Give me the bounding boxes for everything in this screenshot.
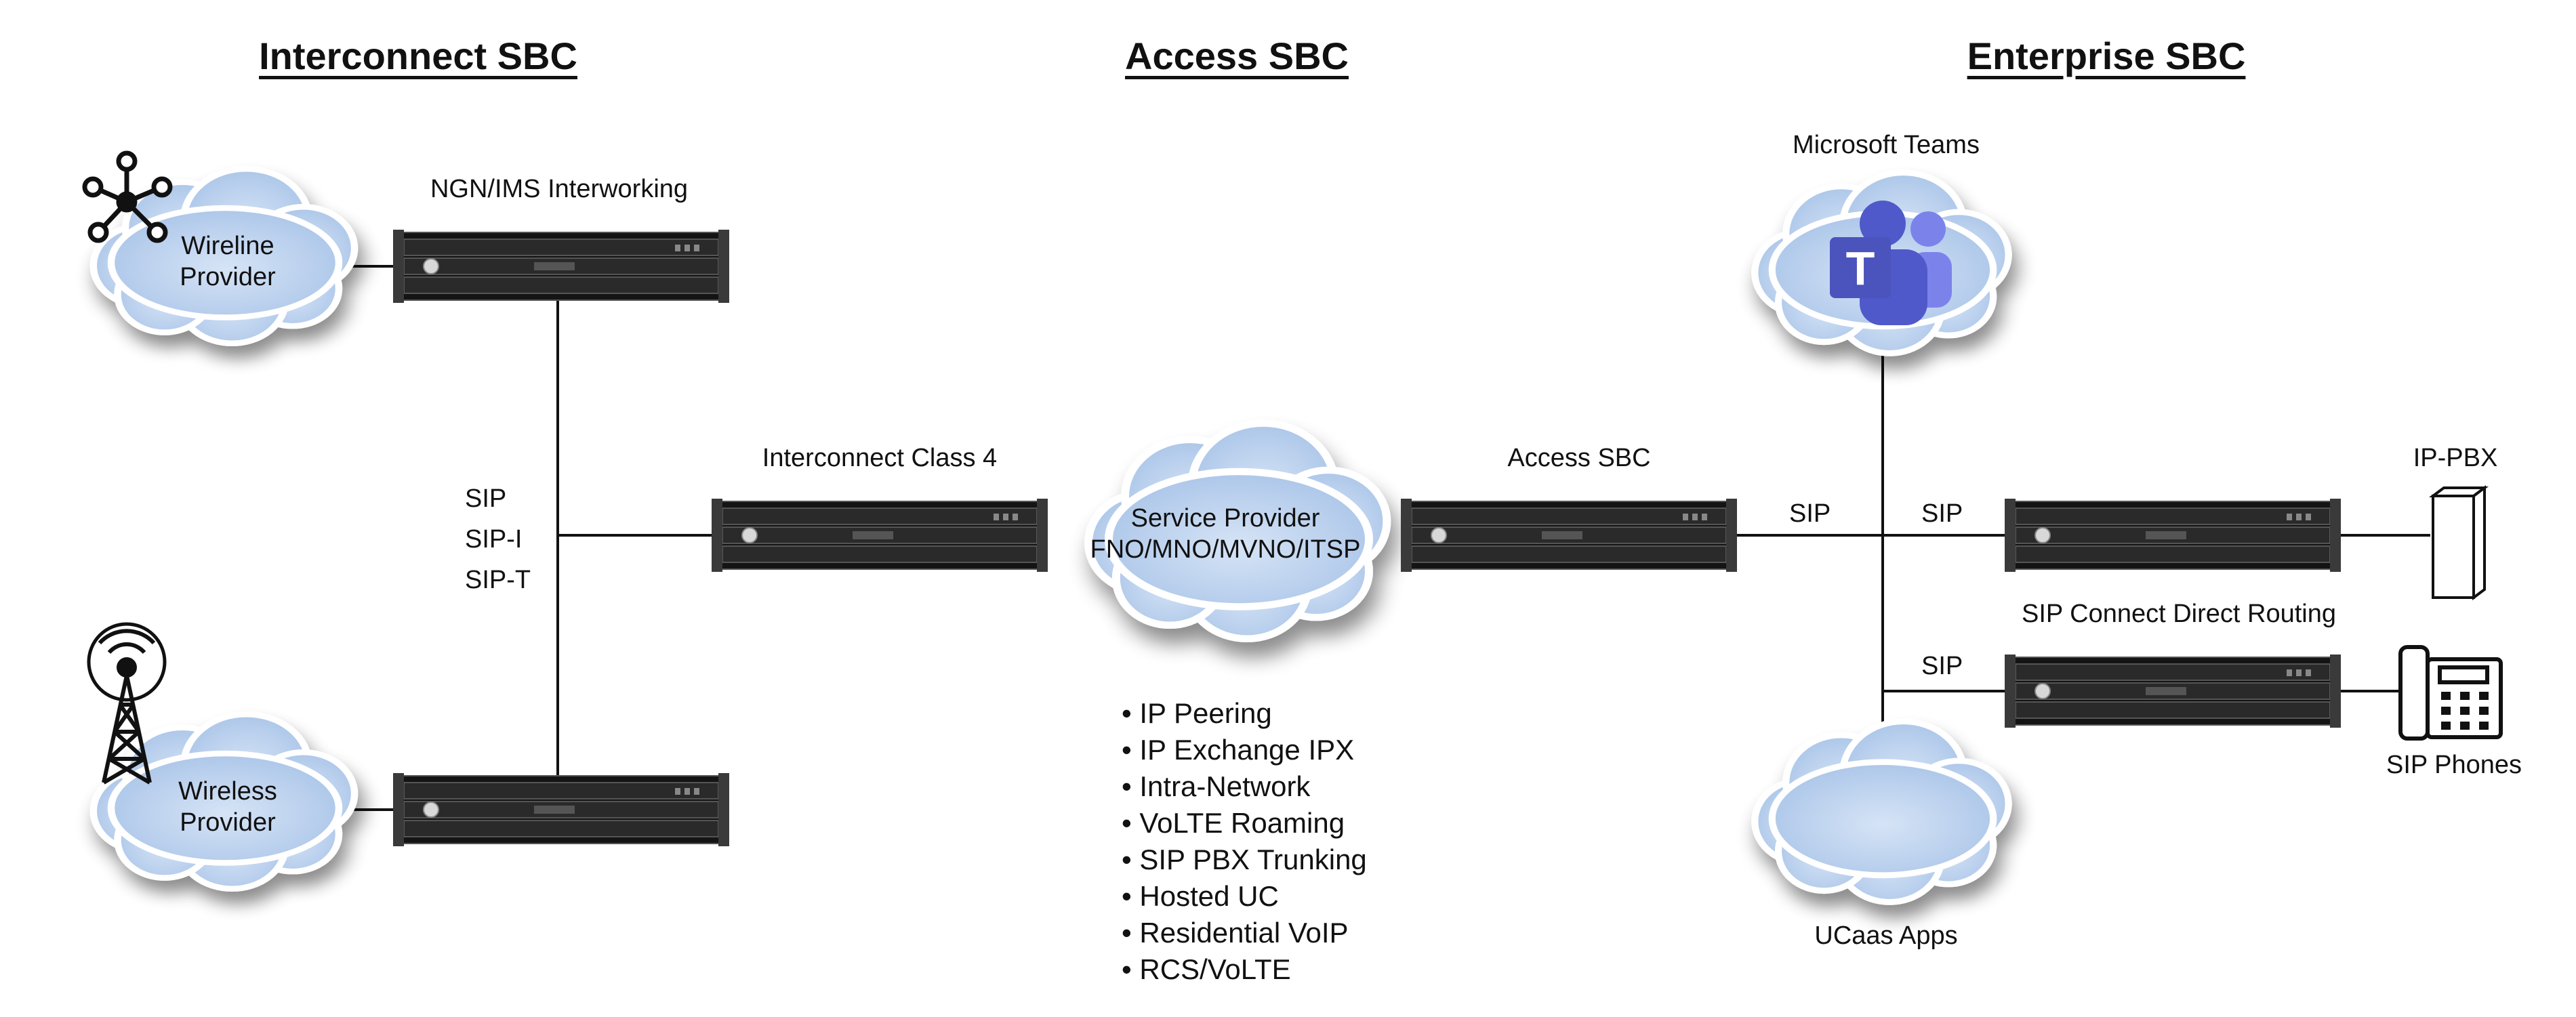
service-item: • RCS/VoLTE (1122, 953, 1291, 985)
label-ngn-ims: NGN/IMS Interworking (430, 175, 689, 203)
server-access-sbc (1400, 498, 1738, 573)
label-sip-connect: SIP Connect Direct Routing (2022, 600, 2336, 628)
protocol-label: SIP-I (465, 525, 523, 554)
protocol-stack: SIP SIP-I SIP-T (465, 478, 531, 600)
header-interconnect-sbc: Interconnect SBC (259, 35, 577, 77)
cloud-label-line: Wireless (178, 777, 277, 806)
server-ip-pbx (2004, 498, 2342, 573)
cloud-label-line: FNO/MNO/MVNO/ITSP (1090, 535, 1361, 564)
cloud-ucaas (1755, 722, 2008, 902)
cloud-label-wireline: Wireline Provider (180, 230, 276, 293)
network-hub-icon (82, 150, 173, 243)
label-access-sbc: Access SBC (1507, 444, 1651, 472)
label-sip-phones: SIP Phones (2386, 751, 2522, 779)
protocol-label: SIP-T (465, 566, 531, 594)
label-ucaas: UCaas Apps (1814, 921, 1958, 950)
cloud-label-service-provider: Service Provider FNO/MNO/MVNO/ITSP (1090, 503, 1361, 565)
connection-lines (332, 265, 2430, 811)
label-ip-pbx: IP-PBX (2413, 444, 2498, 472)
service-item: • Intra-Network (1122, 770, 1311, 802)
service-item: • Hosted UC (1122, 880, 1279, 912)
label-microsoft-teams: Microsoft Teams (1793, 131, 1980, 159)
service-item: • SIP PBX Trunking (1122, 844, 1367, 875)
server-wireless (392, 772, 730, 847)
svg-text:T: T (1846, 242, 1875, 295)
protocol-sip-connect: SIP (1921, 652, 1963, 680)
server-sip-connect (2004, 654, 2342, 728)
service-item: • IP Exchange IPX (1122, 734, 1355, 766)
label-interconnect-class4: Interconnect Class 4 (762, 444, 998, 472)
services-list: • IP Peering • IP Exchange IPX • Intra-N… (1122, 695, 1367, 988)
protocol-access-right: SIP (1921, 499, 1963, 528)
radio-tower-icon (87, 622, 167, 785)
server-tower-icon (2429, 485, 2489, 600)
cloud-label-line: Provider (180, 808, 276, 837)
protocol-access-left: SIP (1789, 499, 1831, 528)
cloud-label-line: Provider (180, 263, 276, 291)
microsoft-teams-icon: T (1830, 201, 1952, 325)
protocol-label: SIP (465, 484, 507, 513)
cloud-label-line: Service Provider (1130, 504, 1320, 533)
service-item: • Residential VoIP (1122, 917, 1349, 949)
service-item: • IP Peering (1122, 697, 1272, 729)
cloud-label-wireless: Wireless Provider (178, 776, 277, 838)
server-ngn-ims (392, 229, 730, 304)
cloud-label-line: Wireline (181, 232, 274, 260)
desk-phone-icon (2398, 645, 2503, 741)
server-interconnect-class4 (711, 498, 1048, 573)
header-access-sbc: Access SBC (1125, 35, 1349, 77)
header-enterprise-sbc: Enterprise SBC (1967, 35, 2246, 77)
service-item: • VoLTE Roaming (1122, 807, 1345, 839)
